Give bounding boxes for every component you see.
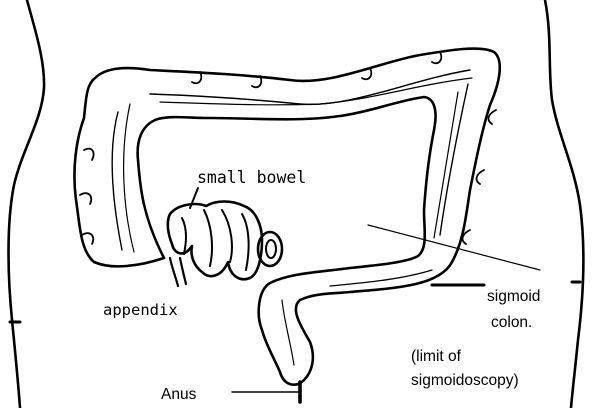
colon-inner-line-2: [124, 104, 134, 252]
small-bowel: [168, 188, 282, 279]
label-sigmoid: sigmoid: [487, 288, 540, 305]
small-bowel-fold-4: [242, 214, 249, 270]
label-sigmoidoscopy: sigmoidoscopy): [411, 372, 519, 389]
small-bowel-fold-2: [204, 210, 212, 266]
colon-inner-line-3: [150, 70, 470, 104]
colon-inner-line-4: [160, 78, 472, 105]
body-outline-left: [9, 0, 45, 408]
small-bowel-fold-3: [222, 210, 232, 262]
body-outline-right: [545, 0, 583, 408]
colon-inner-line-6: [434, 92, 458, 238]
label-anus: Anus: [161, 386, 197, 403]
appendix: [170, 258, 186, 286]
label-limit-of: (limit of: [411, 348, 462, 365]
colon-inner-line-1: [112, 112, 122, 250]
label-colon: colon.: [491, 314, 532, 331]
label-appendix: appendix: [103, 301, 178, 319]
label-small-bowel: small bowel: [197, 168, 306, 187]
colon-inner-line-5: [440, 84, 468, 235]
colon: [74, 49, 499, 385]
colon-haustra-right: [463, 110, 496, 244]
colon-outer-wall: [74, 49, 499, 385]
small-bowel-fold-1: [182, 218, 186, 254]
appendix-shape: [170, 258, 186, 286]
small-bowel-lumen-inner: [266, 240, 276, 258]
colon-inner-line-8: [282, 300, 294, 365]
colon-haustra-left: [80, 149, 94, 244]
body-outline: [9, 0, 584, 408]
